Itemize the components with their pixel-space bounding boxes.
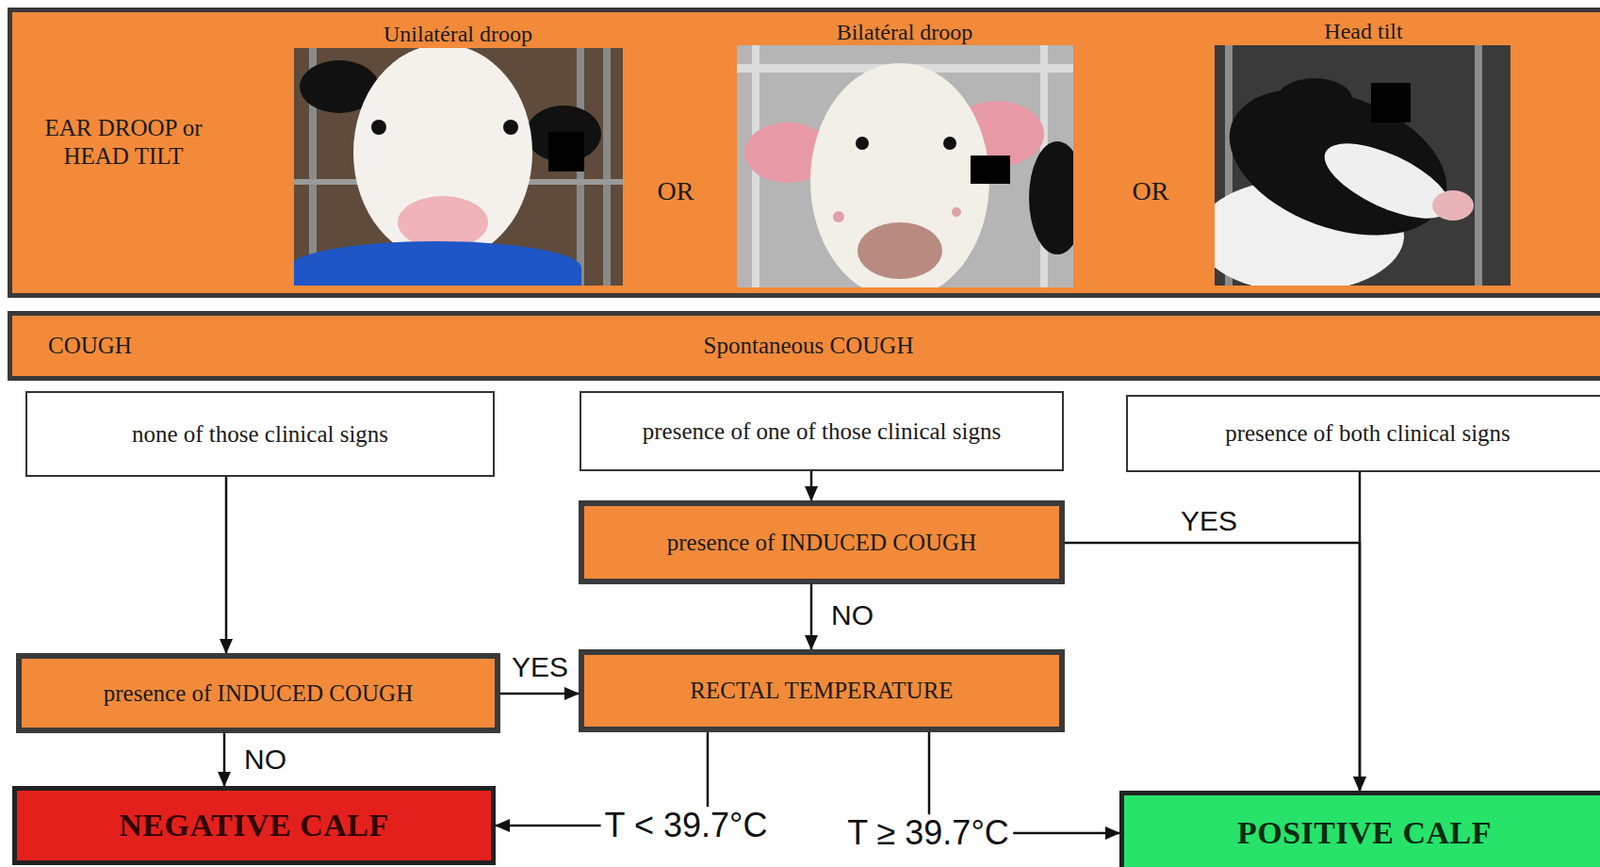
flow-arrow [225,476,229,654]
condition-box: presence of one of those clinical signs [579,391,1064,472]
test-box: presence of INDUCED COUGH [16,653,501,734]
node-text: none of those clinical signs [131,420,389,449]
node-text: POSITIVE CALF [1237,814,1492,853]
calf-photo-bilateral [736,45,1074,288]
photo-caption: Unilatéral droop [383,21,533,48]
photo-caption: Head tilt [1323,18,1403,45]
calf-photo-head-tilt [1214,45,1511,286]
node-text: EAR DROOP or HEAD TILT [29,114,218,171]
test-box: RECTAL TEMPERATURE [578,649,1065,733]
result-box: NEGATIVE CALF [12,785,496,866]
test-box: presence of INDUCED COUGH [578,500,1065,585]
condition-box: none of those clinical signs [25,391,495,477]
node-text: COUGH [48,331,132,360]
photo-caption: Bilatéral droop [836,19,974,46]
edge-label: T < 39.7°C [601,806,772,845]
node-subtext: Spontaneous COUGH [12,331,1600,360]
edge-label: NO [827,599,878,631]
calf-photo-unilateral [293,48,623,286]
flow-arrow [500,692,579,696]
node-text: NEGATIVE CALF [118,806,389,846]
flow-arrow [1064,542,1360,791]
sign-band: COUGHSpontaneous COUGH [7,310,1600,381]
node-text: RECTAL TEMPERATURE [689,676,953,705]
node-text: presence of INDUCED COUGH [667,528,977,557]
result-box: POSITIVE CALF [1119,790,1600,867]
flow-arrow [223,733,227,786]
edge-label: NO [240,743,291,775]
flow-arrow [810,471,814,501]
or-label: OR [657,176,695,207]
condition-box: presence of both clinical signs [1126,394,1600,473]
edge-label: T ≥ 39.7°C [843,814,1013,852]
flow-arrow [1358,472,1362,791]
band-fill [7,7,1600,298]
sign-band: EAR DROOP or HEAD TILT [7,7,1600,298]
edge-label: YES [507,651,572,683]
flow-arrow [810,584,814,650]
node-text: presence of one of those clinical signs [642,417,1001,446]
edge-label: YES [1176,505,1241,537]
node-text: presence of INDUCED COUGH [103,679,413,708]
or-label: OR [1132,176,1170,207]
node-text: presence of both clinical signs [1224,419,1511,448]
